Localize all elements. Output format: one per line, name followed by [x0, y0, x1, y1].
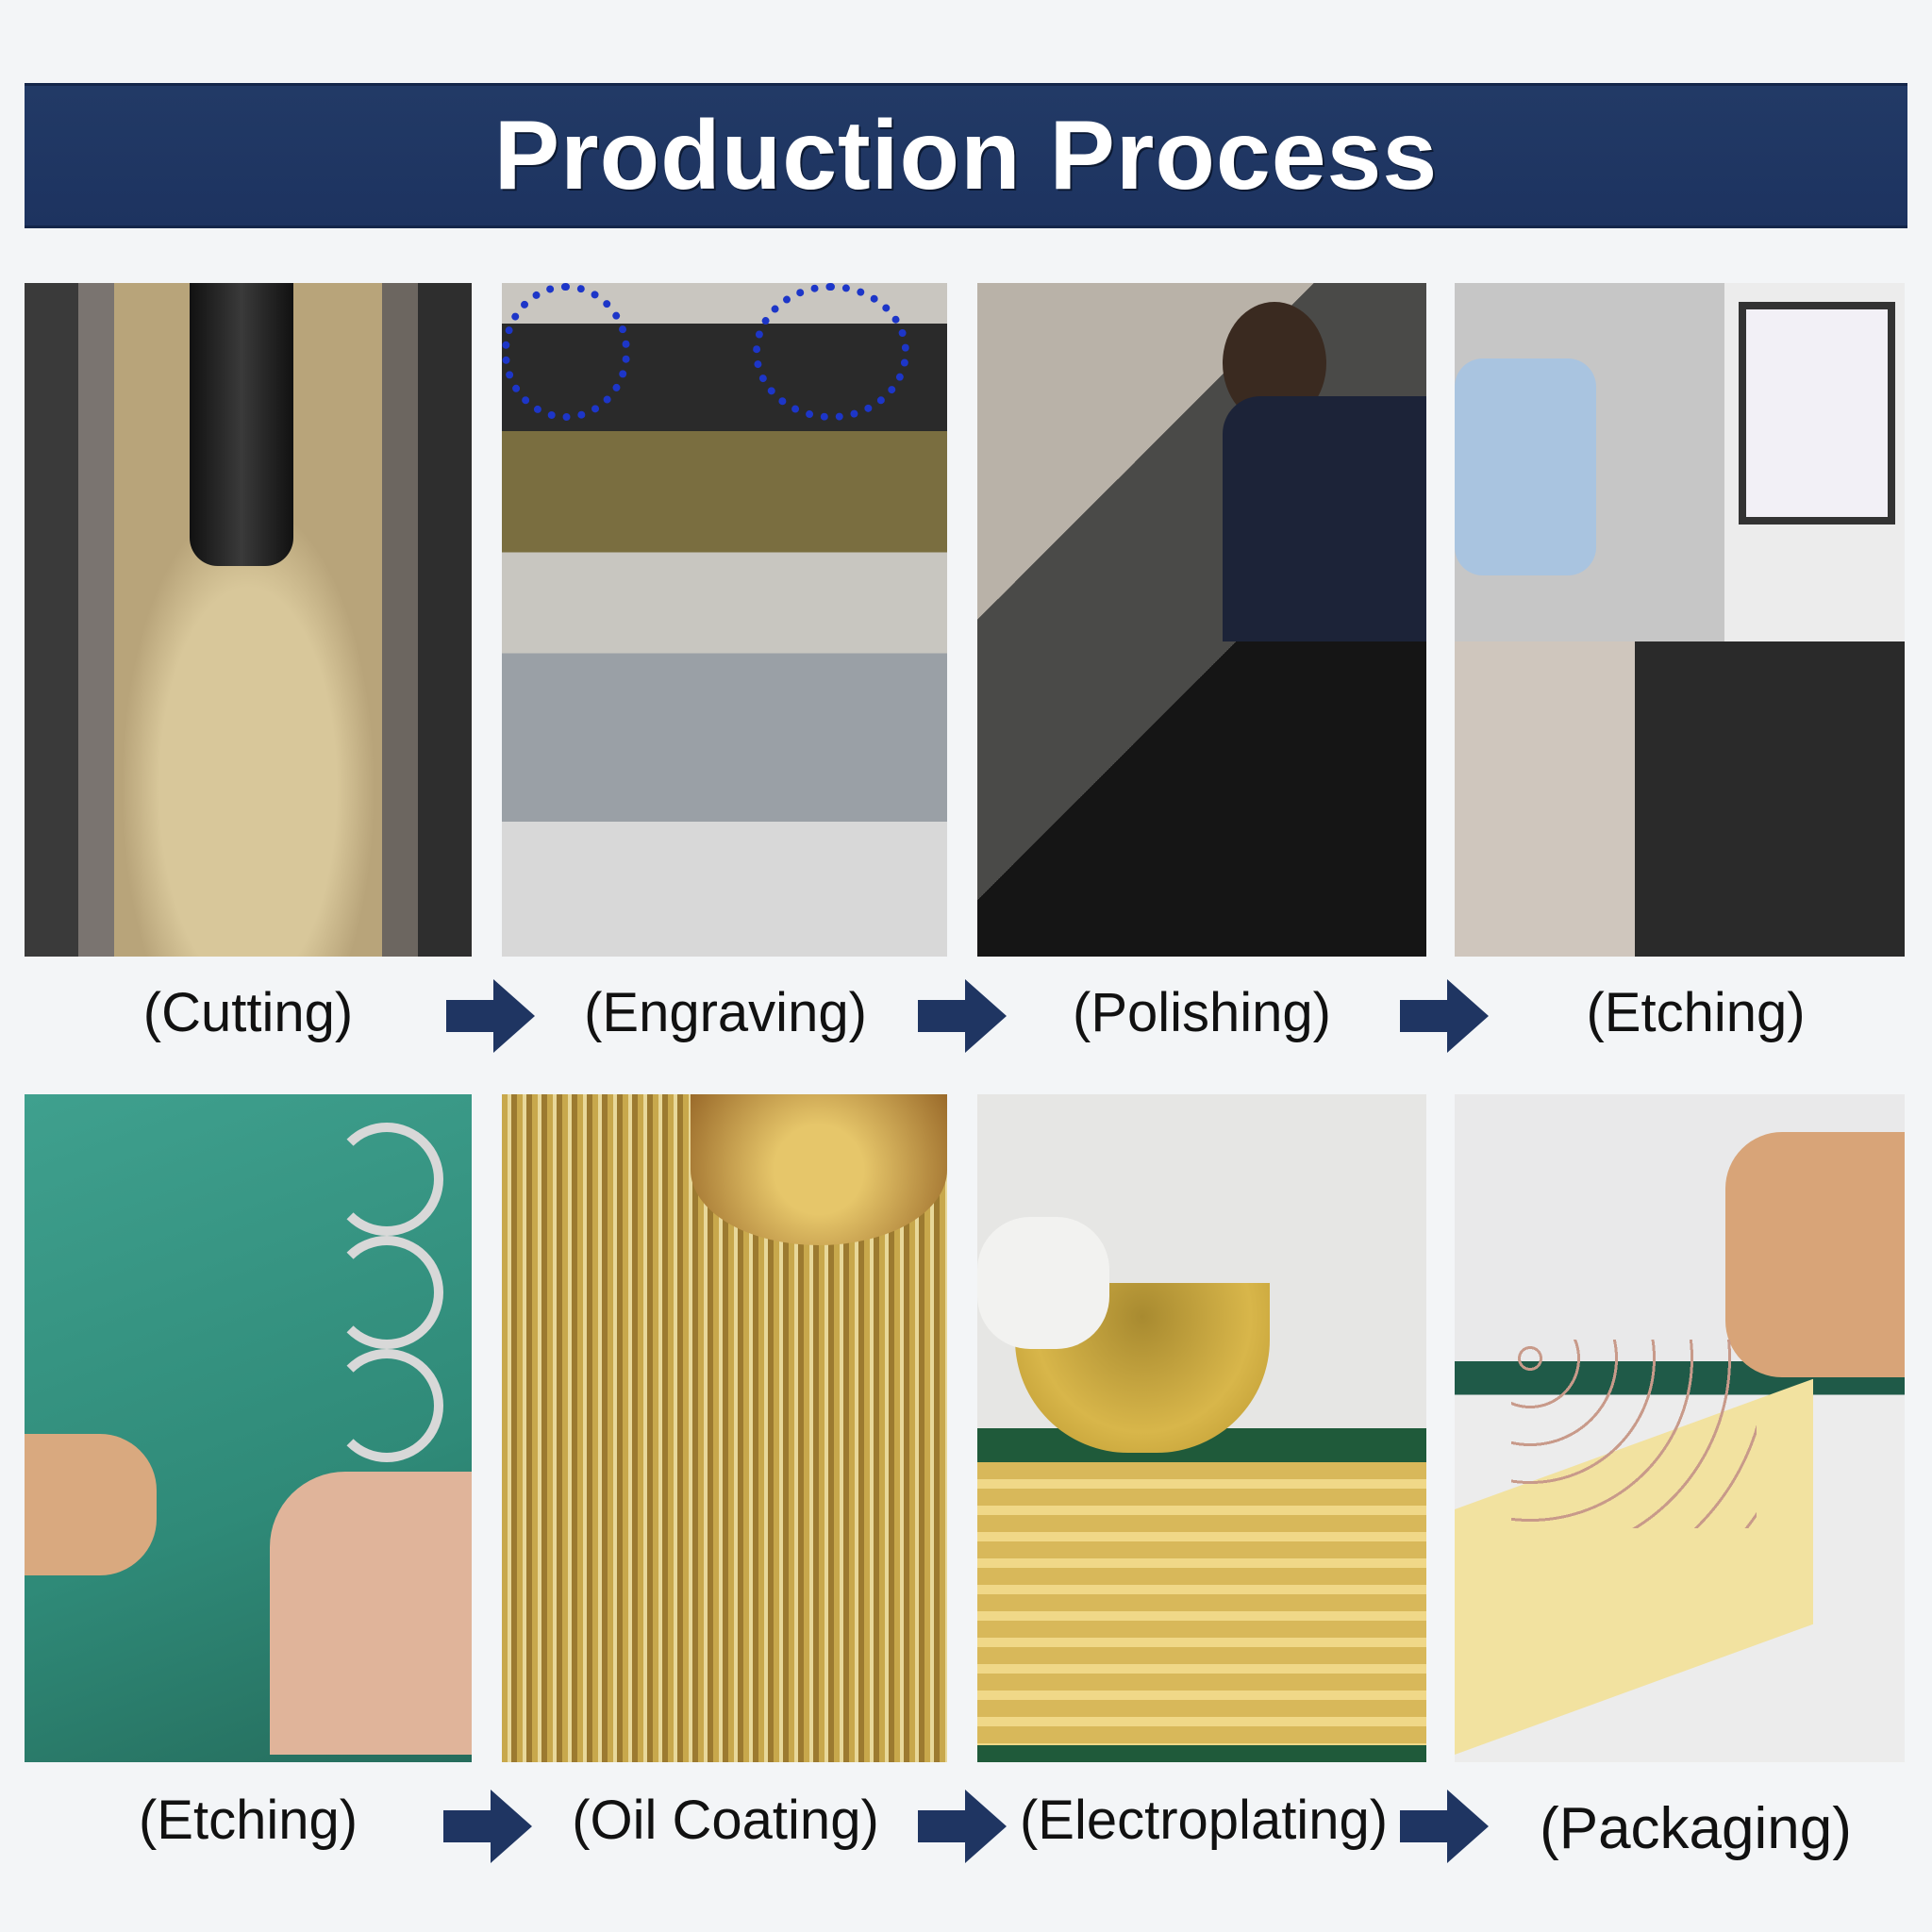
arrow-right-icon: [446, 979, 535, 1053]
arrow-right-icon: [918, 979, 1007, 1053]
polishing-photo: [977, 283, 1426, 957]
arrow-right-icon: [443, 1790, 532, 1863]
electroplating-photo: [977, 1094, 1426, 1762]
hand-etching-photo: [25, 1094, 472, 1762]
arrow-right-icon: [1400, 979, 1489, 1053]
step-label: (Electroplating): [1019, 1790, 1389, 1851]
step-label: (Engraving): [584, 982, 867, 1043]
arrow-right-icon: [918, 1790, 1007, 1863]
page-title: Production Process: [493, 100, 1439, 210]
step-label: (Etching): [1586, 982, 1806, 1043]
etching-station-photo: [1455, 283, 1905, 957]
engraving-photo: [502, 283, 947, 957]
arrow-right-icon: [1400, 1790, 1489, 1863]
step-label: (Packaging): [1540, 1796, 1852, 1861]
step-label: (Oil Coating): [572, 1790, 879, 1851]
cutting-photo: [25, 283, 472, 957]
packaging-photo: [1455, 1094, 1905, 1762]
step-label: (Cutting): [142, 982, 354, 1043]
title-banner: Production Process: [25, 83, 1907, 228]
oil-coating-photo: [502, 1094, 947, 1762]
step-label: (Etching): [138, 1790, 358, 1851]
step-label: (Polishing): [1073, 982, 1331, 1043]
